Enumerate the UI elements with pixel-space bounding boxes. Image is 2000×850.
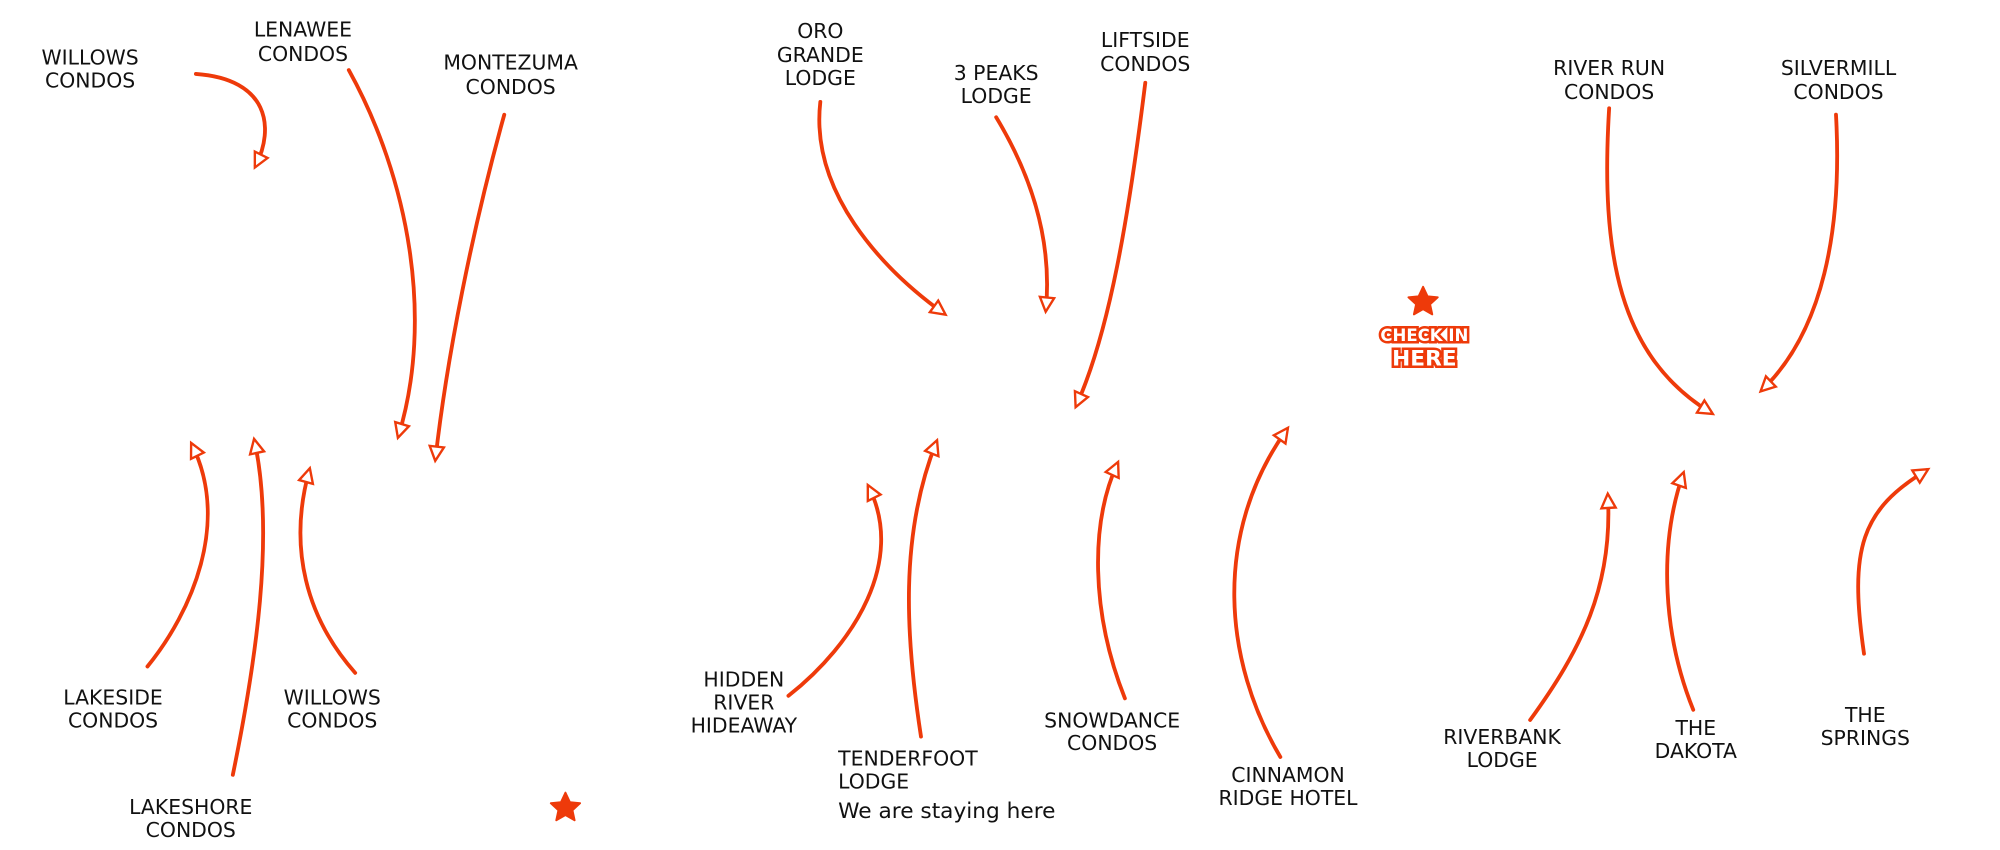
arrow-liftside (1073, 80, 1148, 410)
arrow-riverbank (1528, 490, 1618, 722)
arrow-cinnamon (1232, 425, 1290, 759)
arrow-lenawee (346, 68, 417, 441)
arrow-willows-top (193, 72, 270, 170)
arrow-tenderfoot (906, 437, 940, 739)
arrow-lakeside (145, 440, 210, 669)
check-in-label-line1: CHECK IN (1380, 326, 1468, 345)
arrow-springs (1856, 467, 1931, 656)
arrow-oro-grande (817, 100, 948, 317)
arrow-snowdance (1096, 459, 1127, 701)
arrow-montezuma (427, 112, 507, 464)
arrow-three-peaks (994, 115, 1057, 315)
arrow-silvermill (1758, 112, 1840, 394)
arrow-willows-bottom (296, 465, 358, 675)
arrow-lakeshore (230, 436, 267, 777)
star-icon (549, 791, 582, 822)
arrow-hidden-river (786, 482, 884, 698)
arrows (145, 68, 1931, 777)
legend-text: We are staying here (838, 799, 1055, 824)
arrow-dakota (1665, 469, 1696, 712)
check-in-marker: CHECK IN HERE (1378, 285, 1471, 374)
star-icon (1407, 285, 1439, 316)
check-in-label-line2: HERE (1392, 346, 1456, 371)
arrow-river-run (1605, 106, 1716, 416)
legend: We are staying here (549, 791, 1055, 824)
